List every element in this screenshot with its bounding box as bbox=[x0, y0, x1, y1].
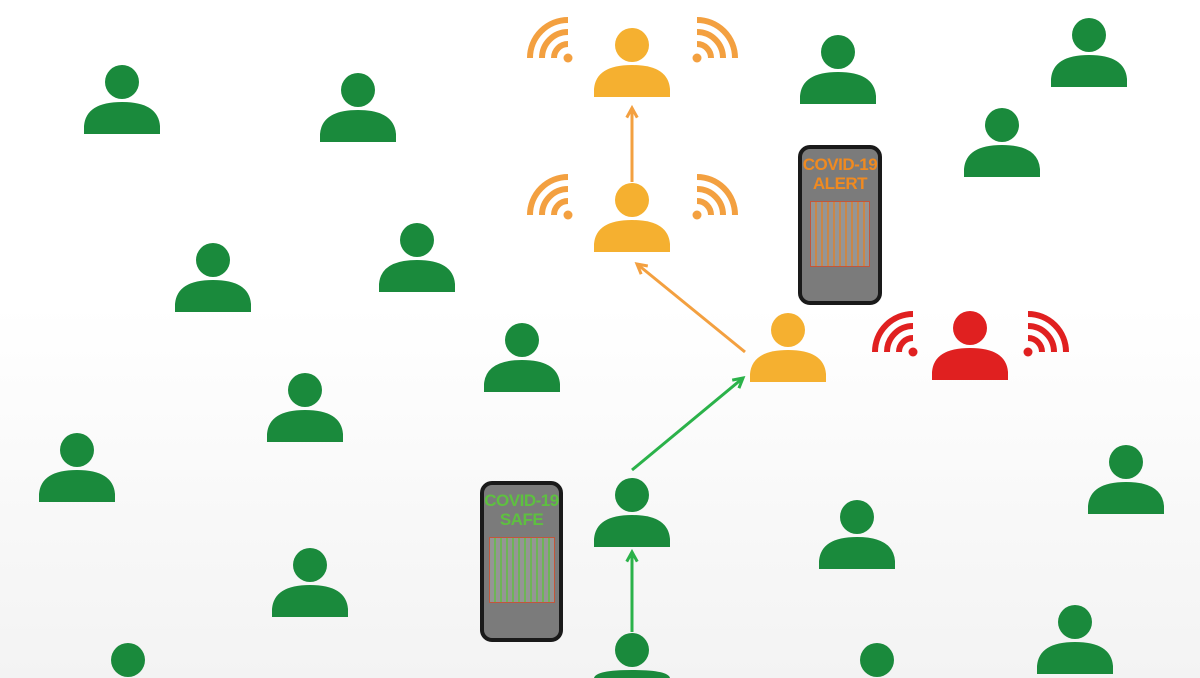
safe-text: COVID-19 SAFE bbox=[484, 491, 559, 529]
person-icon-safe bbox=[594, 478, 670, 547]
person-icon-safe bbox=[175, 243, 251, 312]
qr-code-icon bbox=[810, 201, 870, 267]
person-icon-safe bbox=[819, 500, 895, 569]
wifi-signal-icon bbox=[692, 174, 738, 220]
person-icon-infected bbox=[932, 311, 1008, 380]
person-icon-safe bbox=[84, 65, 160, 134]
person-icon-safe bbox=[1037, 605, 1113, 674]
person-icon-safe bbox=[964, 108, 1040, 177]
phone-covid-safe: COVID-19 SAFE bbox=[480, 481, 563, 642]
wifi-signal-icon bbox=[692, 17, 738, 63]
person-icon-exposed bbox=[750, 313, 826, 382]
wifi-signal-icon bbox=[872, 311, 918, 357]
person-icon-safe bbox=[379, 223, 455, 292]
person-icon-safe bbox=[272, 548, 348, 617]
transmission-arrow bbox=[625, 548, 639, 632]
person-icon-safe bbox=[860, 643, 894, 677]
person-icon-exposed bbox=[594, 28, 670, 97]
person-icon-safe bbox=[320, 73, 396, 142]
wifi-signal-icon bbox=[527, 174, 573, 220]
transmission-arrow bbox=[625, 104, 639, 182]
person-icon-safe bbox=[1088, 445, 1164, 514]
person-icon-safe bbox=[484, 323, 560, 392]
person-icon-safe bbox=[39, 433, 115, 502]
person-icon-safe bbox=[267, 373, 343, 442]
person-icon-safe bbox=[111, 643, 145, 677]
transmission-arrow bbox=[631, 376, 746, 472]
person-icon-safe bbox=[594, 633, 670, 678]
alert-text: COVID-19 ALERT bbox=[802, 155, 878, 193]
person-icon-exposed bbox=[594, 183, 670, 252]
transmission-arrow bbox=[634, 262, 746, 354]
wifi-signal-icon bbox=[527, 17, 573, 63]
qr-code-icon bbox=[488, 537, 555, 603]
person-icon-safe bbox=[800, 35, 876, 104]
wifi-signal-icon bbox=[1023, 311, 1069, 357]
person-icon-safe bbox=[1051, 18, 1127, 87]
phone-covid-alert: COVID-19 ALERT bbox=[798, 145, 882, 305]
